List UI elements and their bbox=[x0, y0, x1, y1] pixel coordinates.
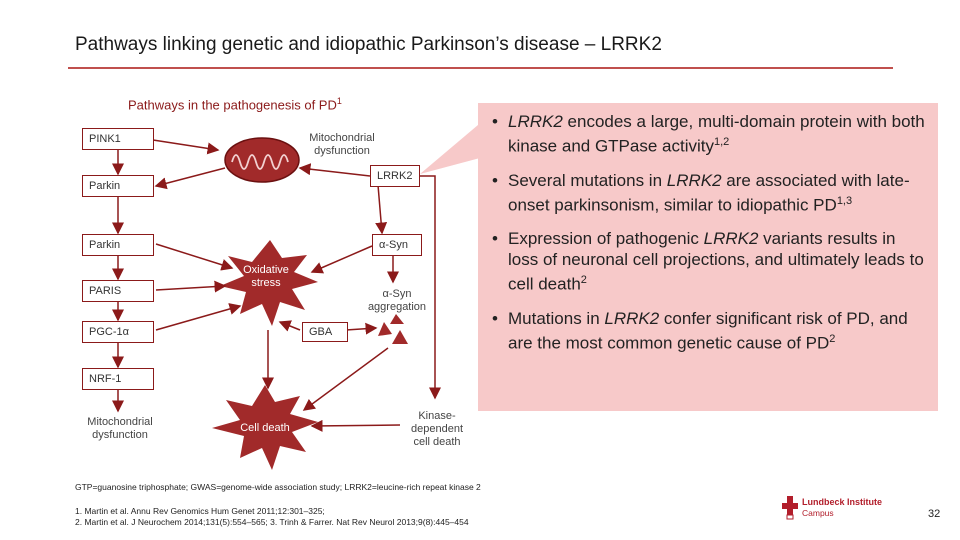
mito-dysfunction-label-left: Mitochondrial dysfunction bbox=[80, 416, 160, 442]
logo-name: Lundbeck Institute bbox=[802, 497, 883, 507]
ox-line2: stress bbox=[251, 277, 281, 289]
lundbeck-logo-icon bbox=[782, 496, 798, 520]
bullet-1: LRRK2 encodes a large, multi-domain prot… bbox=[486, 111, 926, 157]
b4-sup: 2 bbox=[829, 332, 836, 345]
kinase-line1: Kinase- bbox=[418, 410, 456, 422]
bullet-3: Expression of pathogenic LRRK2 variants … bbox=[486, 228, 926, 295]
syn-aggregation-icon bbox=[378, 314, 408, 344]
reference-2: 2. Martin et al. J Neurochem 2014;131(5)… bbox=[75, 517, 469, 527]
nrf1-box: NRF-1 bbox=[82, 368, 154, 390]
oxidative-stress-label: Oxidative stress bbox=[236, 264, 296, 290]
agg-line2: aggregation bbox=[367, 301, 427, 313]
b3-text: variants results in loss of neuronal cel… bbox=[508, 229, 924, 294]
b3-sup: 2 bbox=[580, 274, 587, 287]
b3-pre: Expression of pathogenic bbox=[508, 229, 704, 249]
diagram-title-text: Pathways in the pathogenesis of PD bbox=[128, 97, 337, 113]
b1-sup: 1,2 bbox=[713, 136, 730, 148]
pink1-box: PINK1 bbox=[82, 128, 154, 150]
b3-italic: LRRK2 bbox=[703, 229, 759, 249]
b4-pre: Mutations in bbox=[508, 308, 605, 328]
mito-line2: dysfunction bbox=[314, 145, 370, 157]
pgc-box: PGC-1α bbox=[82, 321, 154, 343]
alpha-syn-box: α-Syn bbox=[372, 234, 422, 256]
slide-title: Pathways linking genetic and idiopathic … bbox=[75, 34, 662, 55]
mito-left-line2: dysfunction bbox=[92, 429, 148, 441]
bullet-2: Several mutations in LRRK2 are associate… bbox=[486, 170, 926, 216]
bullet-4: Mutations in LRRK2 confer significant ri… bbox=[486, 308, 926, 354]
kinase-line3: cell death bbox=[413, 436, 461, 448]
mito-left-line1: Mitochondrial bbox=[87, 416, 153, 428]
b1-text: encodes a large, multi-domain protein wi… bbox=[508, 112, 925, 156]
b2-text: are associated with late-onset parkinson… bbox=[508, 170, 910, 215]
kinase-line2: dependent bbox=[411, 423, 463, 435]
gba-box: GBA bbox=[302, 322, 348, 342]
reference-1: 1. Martin et al. Annu Rev Genomics Hum G… bbox=[75, 506, 325, 516]
page-number: 32 bbox=[928, 508, 941, 520]
bullet-list: LRRK2 encodes a large, multi-domain prot… bbox=[486, 111, 926, 367]
diagram-title: Pathways in the pathogenesis of PD1 bbox=[128, 96, 342, 112]
lrrk2-box: LRRK2 bbox=[370, 165, 420, 187]
title-rule bbox=[68, 67, 893, 69]
b2-sup: 1,3 bbox=[836, 194, 853, 207]
kinase-death-label: Kinase- dependent cell death bbox=[404, 410, 470, 449]
b1-italic: LRRK2 bbox=[508, 112, 563, 131]
paris-box: PARIS bbox=[82, 280, 154, 302]
logo-sub: Campus bbox=[802, 508, 834, 518]
b4-text: confer significant risk of PD, and are t… bbox=[508, 308, 908, 353]
cell-death-label: Cell death bbox=[240, 422, 290, 434]
oxidative-stress-burst bbox=[220, 240, 318, 326]
syn-aggregation-label: α-Syn aggregation bbox=[362, 288, 432, 314]
b2-italic: LRRK2 bbox=[666, 170, 722, 190]
cell-death-burst bbox=[212, 385, 318, 470]
parkin-box-1: Parkin bbox=[82, 175, 154, 197]
b2-pre: Several mutations in bbox=[508, 170, 667, 190]
ox-line1: Oxidative bbox=[243, 264, 289, 276]
mitochondrion-icon bbox=[224, 137, 300, 183]
parkin-box-2: Parkin bbox=[82, 234, 154, 256]
agg-line1: α-Syn bbox=[382, 288, 412, 300]
mito-line1: Mitochondrial bbox=[309, 132, 375, 144]
diagram-title-sup: 1 bbox=[336, 96, 342, 106]
abbreviations-footnote: GTP=guanosine triphosphate; GWAS=genome-… bbox=[75, 482, 481, 492]
references: 1. Martin et al. Annu Rev Genomics Hum G… bbox=[75, 506, 469, 528]
b4-italic: LRRK2 bbox=[604, 308, 660, 328]
mito-dysfunction-label: Mitochondrial dysfunction bbox=[300, 132, 384, 158]
